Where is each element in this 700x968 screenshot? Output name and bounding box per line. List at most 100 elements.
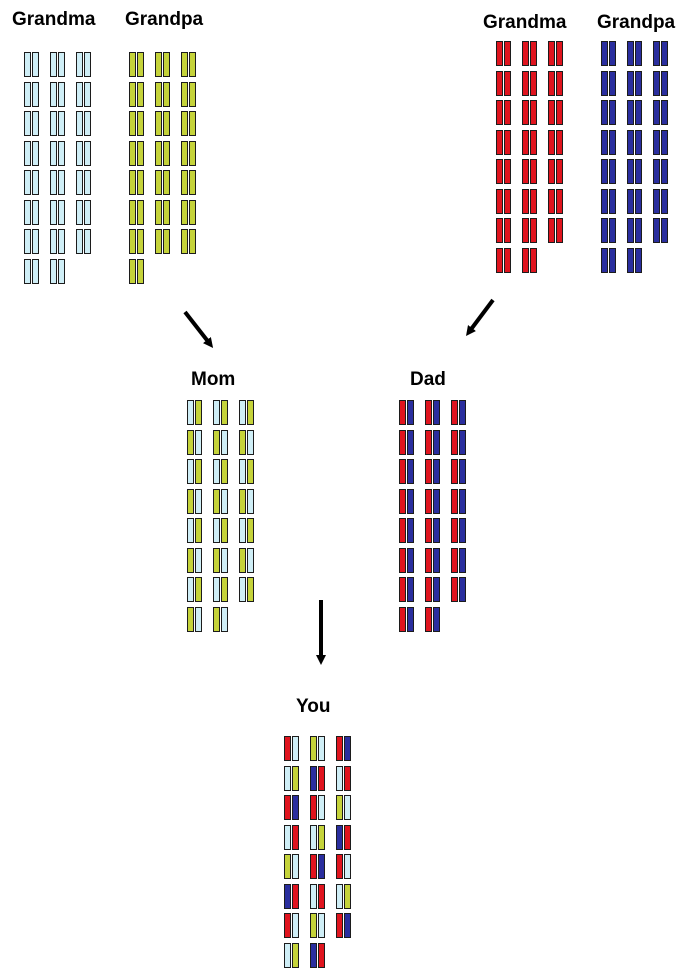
chromosome bbox=[292, 883, 299, 909]
chromosome bbox=[496, 100, 503, 125]
chromosome bbox=[195, 488, 202, 514]
chromosome bbox=[530, 70, 537, 96]
chromosome bbox=[425, 400, 432, 425]
chromosome bbox=[24, 199, 31, 225]
chromosome bbox=[221, 577, 228, 602]
chromosome bbox=[336, 824, 343, 850]
chromosome bbox=[661, 100, 668, 125]
chromosome bbox=[451, 459, 458, 484]
chromosome bbox=[221, 606, 228, 632]
chromosome bbox=[84, 170, 91, 195]
chromosome bbox=[548, 188, 555, 214]
chromosome bbox=[137, 111, 144, 136]
chromosome bbox=[496, 218, 503, 243]
chromosome bbox=[137, 229, 144, 254]
chromosome bbox=[310, 795, 317, 820]
chromosome bbox=[187, 547, 194, 573]
chromosome bbox=[247, 547, 254, 573]
chromosome bbox=[24, 229, 31, 254]
chromosome bbox=[24, 258, 31, 284]
chromosome bbox=[155, 199, 162, 225]
chromosome bbox=[213, 459, 220, 484]
chromosome bbox=[239, 518, 246, 543]
chromosome bbox=[522, 247, 529, 273]
chromosome bbox=[129, 81, 136, 107]
chromosome bbox=[601, 188, 608, 214]
chromosome bbox=[247, 400, 254, 425]
chromosome bbox=[433, 577, 440, 602]
chromosome bbox=[58, 170, 65, 195]
chromosome bbox=[609, 218, 616, 243]
chromosome bbox=[522, 188, 529, 214]
chromosome bbox=[336, 913, 343, 938]
chromosome bbox=[247, 577, 254, 602]
chromosome bbox=[627, 100, 634, 125]
chromosome bbox=[50, 111, 57, 136]
chromosome bbox=[522, 70, 529, 96]
chromosome bbox=[451, 577, 458, 602]
chromosome bbox=[530, 247, 537, 273]
chromosome bbox=[425, 518, 432, 543]
chromosome bbox=[433, 606, 440, 632]
chromosome bbox=[221, 429, 228, 455]
chromosome bbox=[601, 129, 608, 155]
chromosome bbox=[187, 577, 194, 602]
chromosome bbox=[601, 247, 608, 273]
chromosome bbox=[548, 70, 555, 96]
chromosome bbox=[195, 577, 202, 602]
chromosome bbox=[76, 111, 83, 136]
chromosome bbox=[399, 429, 406, 455]
chromosome bbox=[284, 942, 291, 968]
chromosome bbox=[129, 258, 136, 284]
chromosome bbox=[32, 170, 39, 195]
chromosome bbox=[84, 140, 91, 166]
chromosome bbox=[433, 400, 440, 425]
chromosome bbox=[548, 159, 555, 184]
chromosome bbox=[522, 159, 529, 184]
chromosome bbox=[609, 70, 616, 96]
chromosome bbox=[292, 736, 299, 761]
chromosome bbox=[459, 518, 466, 543]
chromosome bbox=[58, 229, 65, 254]
chromosome bbox=[407, 429, 414, 455]
chromosome bbox=[433, 547, 440, 573]
chromosome bbox=[195, 459, 202, 484]
chromosome bbox=[181, 140, 188, 166]
chromosome bbox=[496, 70, 503, 96]
chromosome bbox=[627, 41, 634, 66]
chromosome bbox=[425, 606, 432, 632]
label-dad: Dad bbox=[410, 369, 446, 390]
chromosome bbox=[504, 247, 511, 273]
chromosome bbox=[459, 547, 466, 573]
chromosome bbox=[195, 518, 202, 543]
chromosome bbox=[284, 824, 291, 850]
chromosome bbox=[310, 883, 317, 909]
chromosome bbox=[181, 199, 188, 225]
chromosome bbox=[425, 577, 432, 602]
chromosome bbox=[399, 459, 406, 484]
chromosome bbox=[609, 129, 616, 155]
chromosome bbox=[50, 258, 57, 284]
chromosome bbox=[344, 736, 351, 761]
chromosome bbox=[344, 913, 351, 938]
chromosome bbox=[504, 188, 511, 214]
chromosome bbox=[239, 577, 246, 602]
chromosome bbox=[129, 140, 136, 166]
chromosome bbox=[195, 429, 202, 455]
chromosome bbox=[661, 188, 668, 214]
chromosome bbox=[653, 159, 660, 184]
chromosome bbox=[58, 52, 65, 77]
chromosome bbox=[247, 518, 254, 543]
chromosome bbox=[58, 258, 65, 284]
chromosome bbox=[556, 100, 563, 125]
chromosome bbox=[50, 81, 57, 107]
chromosome bbox=[451, 518, 458, 543]
chromosome bbox=[310, 765, 317, 791]
chromosome bbox=[318, 736, 325, 761]
chromosome bbox=[181, 52, 188, 77]
chromosome bbox=[32, 52, 39, 77]
chromosome bbox=[530, 129, 537, 155]
label-you: You bbox=[296, 696, 331, 717]
chromosome bbox=[399, 488, 406, 514]
chromosome bbox=[181, 229, 188, 254]
